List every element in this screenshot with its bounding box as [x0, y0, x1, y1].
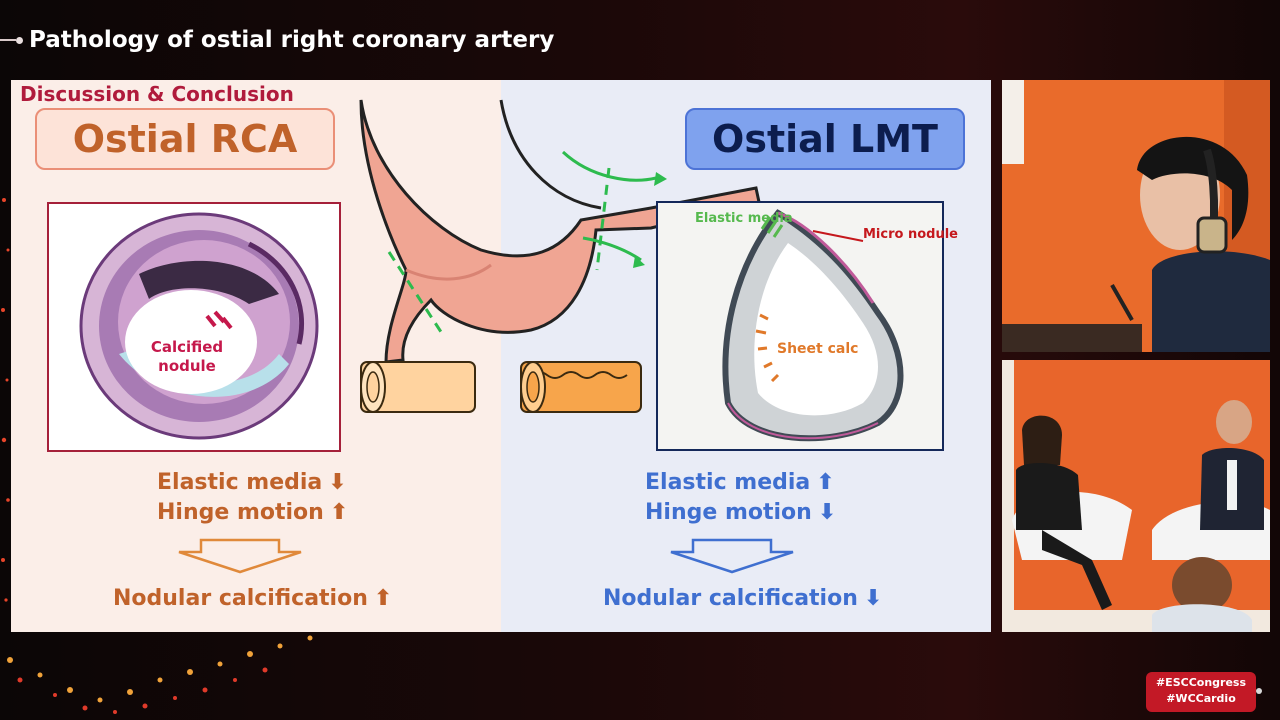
section-heading: Discussion & Conclusion — [20, 82, 294, 106]
lmt-histology-image — [656, 201, 944, 451]
title-line-decoration — [0, 39, 16, 41]
panel-video-feed — [1002, 360, 1270, 632]
arrow-down-icon: ⬇ — [863, 586, 883, 611]
ostial-rca-label: Ostial RCA — [35, 108, 335, 170]
arrow-up-icon: ⬆ — [329, 500, 349, 525]
elastic-media-label: Elastic media — [695, 211, 793, 226]
speaker-video-feed — [1002, 80, 1270, 352]
hashtag-wc-cardio: #WCCardio — [1166, 692, 1236, 705]
rca-conclusion: Nodular calcification⬆ — [113, 586, 393, 611]
rca-stat-hinge: Hinge motion⬆ — [157, 500, 349, 525]
particle-glow-left — [1, 198, 10, 602]
sheet-calc-label: Sheet calc — [777, 341, 859, 357]
rca-stat-elastic: Elastic media⬇ — [157, 470, 347, 495]
session-title-bar: Pathology of ostial right coronary arter… — [0, 20, 554, 60]
lmt-stats: Elastic media⬆ Hinge motion⬇ — [645, 468, 836, 528]
lmt-conclusion: Nodular calcification⬇ — [603, 586, 883, 611]
ostial-lmt-label: Ostial LMT — [685, 108, 965, 170]
lmt-stat-elastic: Elastic media⬆ — [645, 470, 835, 495]
arrow-up-icon: ⬆ — [816, 470, 835, 495]
micro-nodule-label: Micro nodule — [863, 227, 958, 242]
presentation-slide: Discussion & Conclusion Ostial RCA Ostia… — [11, 80, 991, 632]
hashtag-esc-congress: #ESCCongress — [1155, 676, 1247, 689]
event-hashtags-badge: #ESCCongress #WCCardio — [1146, 672, 1256, 712]
lmt-stat-hinge: Hinge motion⬇ — [645, 500, 837, 525]
rca-stats: Elastic media⬇ Hinge motion⬆ — [157, 468, 348, 528]
rca-histology-image — [47, 202, 341, 452]
indicator-dot-icon — [1256, 688, 1262, 694]
session-title: Pathology of ostial right coronary arter… — [29, 27, 555, 53]
particle-swirl-decoration — [7, 628, 342, 714]
arrow-down-icon: ⬇ — [328, 470, 347, 495]
calcified-nodule-label: Calcified nodule — [150, 338, 224, 375]
aorta-illustration — [178, 99, 794, 574]
arrow-down-icon: ⬇ — [817, 500, 837, 525]
arrow-up-icon: ⬆ — [373, 586, 393, 611]
title-dot-icon — [16, 36, 23, 44]
